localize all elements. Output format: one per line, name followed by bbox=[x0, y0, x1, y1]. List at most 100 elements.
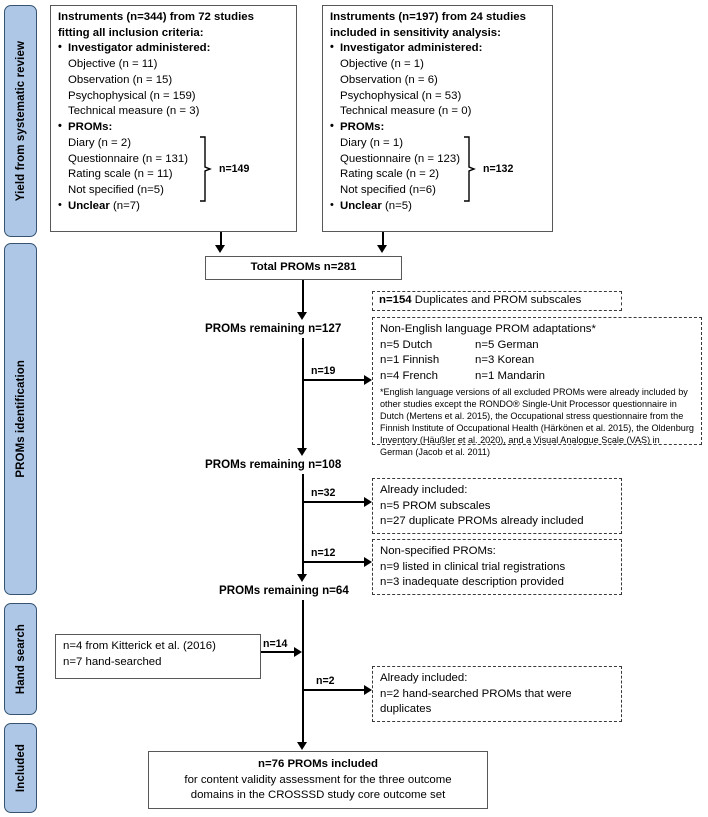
label-n14: n=14 bbox=[263, 638, 288, 650]
non-specified-title: Non-specified PROMs: bbox=[380, 545, 496, 557]
spine-64-to-final bbox=[302, 600, 305, 742]
spine-127-to-108 bbox=[302, 338, 305, 448]
non-english-left: n=1 Finnish bbox=[380, 354, 440, 367]
sensitivity-unclear-value: (n=5) bbox=[381, 199, 412, 212]
systematic-unclear-label: Unclear bbox=[68, 199, 110, 212]
non-english-right: n=3 Korean bbox=[475, 354, 535, 367]
arrowhead-n32 bbox=[364, 497, 372, 507]
systematic-unclear-line: Unclear (n=7) bbox=[58, 198, 289, 215]
sensitivity-proms-total: n=132 bbox=[483, 163, 514, 175]
systematic-unclear-value: (n=7) bbox=[109, 199, 140, 212]
sensitivity-investigator-header: Investigator administered: bbox=[330, 40, 545, 57]
systematic-proms-item: Rating scale (n = 11) bbox=[68, 168, 173, 181]
brace-proms-sensitivity bbox=[462, 136, 476, 202]
systematic-investigator-item: Technical measure (n = 3) bbox=[68, 105, 200, 118]
arrowhead-n12 bbox=[364, 557, 372, 567]
label-remaining-108: PROMs remaining n=108 bbox=[205, 458, 342, 471]
non-english-title: Non-English language PROM adaptations* bbox=[380, 323, 596, 335]
spine-108-to-64 bbox=[302, 474, 305, 574]
box-already-included-2: Already included: n=2 hand-searched PROM… bbox=[372, 666, 622, 722]
final-line2: domains in the CROSSSD study core outcom… bbox=[190, 789, 446, 802]
arrowhead-to-64 bbox=[297, 574, 307, 582]
box-systematic-review: Instruments (n=344) from 72 studies fitt… bbox=[50, 5, 297, 232]
label-remaining-127: PROMs remaining n=127 bbox=[205, 322, 342, 335]
box-non-english-exclusion: Non-English language PROM adaptations* n… bbox=[372, 317, 702, 457]
systematic-investigator-header: Investigator administered: bbox=[58, 40, 289, 57]
arrowhead-to-108 bbox=[297, 448, 307, 456]
phase-block-included: Included bbox=[4, 723, 37, 813]
arrowhead-sensitivity-to-total bbox=[377, 245, 387, 253]
non-english-right: n=1 Mandarin bbox=[475, 370, 545, 383]
sensitivity-proms-item: Diary (n = 1) bbox=[340, 136, 403, 149]
phase-block-proms-identification: PROMs identification bbox=[4, 243, 37, 595]
phase-label-included: Included bbox=[14, 743, 27, 793]
systematic-proms-item: Not specified (n=5) bbox=[68, 184, 164, 197]
systematic-investigator-item: Observation (n = 15) bbox=[68, 73, 173, 86]
non-specified-row: n=3 inadequate description provided bbox=[380, 576, 564, 589]
sensitivity-proms-item: Questionnaire (n = 123) bbox=[340, 152, 460, 165]
systematic-investigator-item: Objective (n = 11) bbox=[68, 58, 158, 71]
brace-proms-systematic bbox=[198, 136, 212, 202]
box-total-proms: Total PROMs n=281 bbox=[205, 256, 402, 280]
final-title: n=76 PROMs included bbox=[258, 758, 378, 770]
phase-label-proms-identification: PROMs identification bbox=[14, 360, 27, 478]
already-included-1-row: n=5 PROM subscales bbox=[380, 499, 491, 512]
connector-n2 bbox=[302, 689, 364, 692]
connector-n12 bbox=[302, 561, 364, 564]
duplicates-text: n=154 Duplicates and PROM subscales bbox=[373, 293, 581, 309]
sensitivity-investigator-item: Objective (n = 1) bbox=[340, 58, 424, 71]
already-included-2-row: duplicates bbox=[380, 703, 432, 716]
connector-n14 bbox=[261, 651, 296, 654]
systematic-title-line1: Instruments (n=344) from 72 studies bbox=[58, 11, 254, 23]
box-duplicates-exclusion: n=154 Duplicates and PROM subscales bbox=[372, 291, 622, 311]
label-n32: n=32 bbox=[311, 487, 336, 499]
spine-total-to-127 bbox=[302, 280, 305, 312]
duplicates-count: n=154 bbox=[379, 294, 412, 307]
arrowhead-n14 bbox=[294, 647, 302, 657]
arrowhead-n19 bbox=[364, 375, 372, 385]
arrowhead-to-final bbox=[297, 742, 307, 750]
label-n2: n=2 bbox=[316, 675, 335, 687]
non-english-left: n=4 French bbox=[380, 370, 438, 383]
box-hand-search-input: n=4 from Kitterick et al. (2016) n=7 han… bbox=[55, 634, 261, 679]
total-proms-label: Total PROMs n=281 bbox=[250, 261, 357, 274]
already-included-1-row: n=27 duplicate PROMs already included bbox=[380, 515, 584, 528]
label-n19: n=19 bbox=[311, 365, 336, 377]
non-specified-row: n=9 listed in clinical trial registratio… bbox=[380, 560, 566, 573]
systematic-proms-item: Diary (n = 2) bbox=[68, 136, 131, 149]
arrowhead-n2 bbox=[364, 685, 372, 695]
connector-n19 bbox=[302, 379, 364, 382]
sensitivity-proms-item: Not specified (n=6) bbox=[340, 184, 436, 197]
phase-block-hand-search: Hand search bbox=[4, 603, 37, 715]
systematic-proms-header: PROMs: bbox=[58, 119, 289, 136]
already-included-1-title: Already included: bbox=[380, 484, 468, 496]
connector-n32 bbox=[302, 501, 364, 504]
sensitivity-proms-header: PROMs: bbox=[330, 119, 545, 136]
non-english-row: n=1 Finnish n=3 Korean bbox=[380, 353, 694, 369]
connector-systematic-down bbox=[220, 232, 223, 245]
box-sensitivity-analysis: Instruments (n=197) from 24 studies incl… bbox=[322, 5, 553, 232]
sensitivity-unclear-line: Unclear (n=5) bbox=[330, 198, 545, 215]
systematic-proms-item: Questionnaire (n = 131) bbox=[68, 152, 188, 165]
sensitivity-investigator-item: Observation (n = 6) bbox=[340, 73, 438, 86]
non-english-right: n=5 German bbox=[475, 338, 539, 351]
box-non-specified-proms: Non-specified PROMs: n=9 listed in clini… bbox=[372, 539, 622, 595]
label-remaining-64: PROMs remaining n=64 bbox=[219, 584, 349, 597]
already-included-2-row: n=2 hand-searched PROMs that were bbox=[380, 687, 572, 700]
non-english-row: n=4 French n=1 Mandarin bbox=[380, 369, 694, 385]
final-line1: for content validity assessment for the … bbox=[184, 773, 452, 786]
systematic-title-line2: fitting all inclusion criteria: bbox=[58, 26, 204, 39]
already-included-2-title: Already included: bbox=[380, 672, 468, 684]
sensitivity-proms-item: Rating scale (n = 2) bbox=[340, 168, 440, 181]
systematic-proms-total: n=149 bbox=[219, 163, 250, 175]
label-n12: n=12 bbox=[311, 547, 336, 559]
sensitivity-investigator-item: Psychophysical (n = 53) bbox=[340, 89, 462, 102]
non-english-footnote: *English language versions of all exclud… bbox=[380, 386, 694, 458]
connector-sensitivity-down bbox=[382, 232, 385, 245]
hand-search-line1: n=4 from Kitterick et al. (2016) bbox=[63, 640, 216, 652]
duplicates-label: Duplicates and PROM subscales bbox=[411, 294, 582, 307]
hand-search-line2: n=7 hand-searched bbox=[63, 655, 162, 668]
box-final-included: n=76 PROMs included for content validity… bbox=[148, 751, 488, 809]
non-english-left: n=5 Dutch bbox=[380, 338, 433, 351]
systematic-investigator-item: Psychophysical (n = 159) bbox=[68, 89, 196, 102]
